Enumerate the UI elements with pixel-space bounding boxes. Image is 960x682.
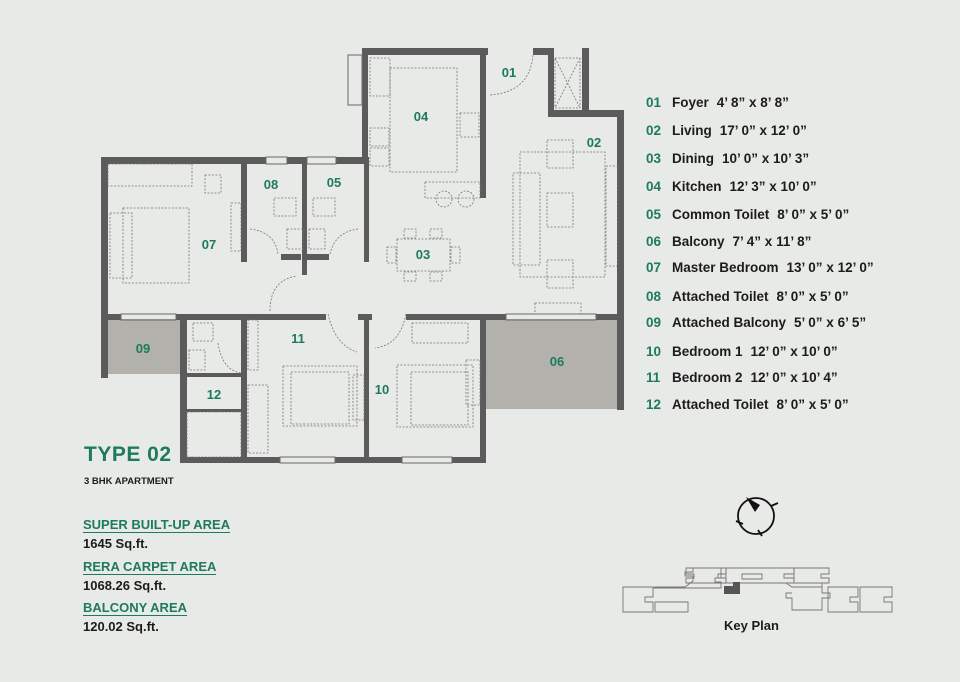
rera-carpet-area-value: 1068.26 Sq.ft. bbox=[83, 578, 167, 593]
key-plan-unit-highlight-2 bbox=[733, 582, 740, 594]
super-built-up-area-label: SUPER BUILT-UP AREA bbox=[83, 517, 231, 533]
room-number-labels: 01 02 03 04 05 06 07 08 09 10 11 12 bbox=[136, 65, 601, 402]
legend-num: 12 bbox=[646, 397, 662, 412]
legend-name: Attached Balcony bbox=[672, 315, 787, 330]
shaft-cross bbox=[554, 57, 581, 109]
windows bbox=[120, 54, 597, 464]
legend-num: 10 bbox=[646, 344, 662, 359]
room-label-08: 08 bbox=[264, 177, 278, 192]
legend-name: Bedroom 2 bbox=[672, 370, 743, 385]
door-swings bbox=[217, 54, 534, 374]
legend-size: 13’ 0” x 12’ 0” bbox=[786, 260, 874, 275]
legend-name: Balcony bbox=[672, 234, 725, 249]
legend-item: 11 Bedroom 2 12’ 0” x 10’ 4” bbox=[646, 370, 838, 385]
legend-name: Common Toilet bbox=[672, 207, 770, 222]
legend-item: 04 Kitchen 12’ 3” x 10’ 0” bbox=[646, 179, 817, 194]
balcony-06-fill bbox=[486, 319, 617, 409]
room-label-01: 01 bbox=[502, 65, 516, 80]
room-label-12: 12 bbox=[207, 387, 221, 402]
rera-carpet-area-label: RERA CARPET AREA bbox=[83, 559, 217, 575]
legend-num: 06 bbox=[646, 234, 662, 249]
room-label-07: 07 bbox=[202, 237, 216, 252]
legend-num: 05 bbox=[646, 207, 662, 222]
plan-type-subtitle: 3 BHK APARTMENT bbox=[84, 476, 174, 487]
legend-size: 12’ 0” x 10’ 0” bbox=[750, 344, 838, 359]
key-plan-label: Key Plan bbox=[724, 618, 779, 633]
furniture bbox=[107, 57, 619, 458]
room-label-10: 10 bbox=[375, 382, 389, 397]
super-built-up-area-value: 1645 Sq.ft. bbox=[83, 536, 149, 551]
walls bbox=[101, 48, 624, 463]
legend-size: 7’ 4” x 11’ 8” bbox=[732, 234, 812, 249]
room-label-02: 02 bbox=[587, 135, 601, 150]
legend-num: 02 bbox=[646, 123, 662, 138]
legend-name: Master Bedroom bbox=[672, 260, 779, 275]
key-plan-unit-highlight bbox=[724, 586, 734, 594]
legend-name: Dining bbox=[672, 151, 714, 166]
legend-item: 08 Attached Toilet 8’ 0” x 5’ 0” bbox=[646, 289, 849, 304]
legend-item: 03 Dining 10’ 0” x 10’ 3” bbox=[646, 151, 809, 166]
legend-size: 10’ 0” x 10’ 3” bbox=[722, 151, 810, 166]
legend-item: 09 Attached Balcony 5’ 0” x 6’ 5” bbox=[646, 315, 866, 330]
legend-item: 02 Living 17’ 0” x 12’ 0” bbox=[646, 123, 807, 138]
north-compass-icon bbox=[735, 497, 779, 537]
legend-num: 01 bbox=[646, 95, 662, 110]
balcony-area-label: BALCONY AREA bbox=[83, 600, 188, 616]
plan-type-title: TYPE 02 bbox=[84, 443, 172, 466]
room-label-06: 06 bbox=[550, 354, 564, 369]
balcony-09-fill bbox=[108, 319, 180, 374]
legend-size: 8’ 0” x 5’ 0” bbox=[776, 397, 849, 412]
legend-item: 05 Common Toilet 8’ 0” x 5’ 0” bbox=[646, 207, 849, 222]
legend-size: 4’ 8” x 8’ 8” bbox=[716, 95, 789, 110]
room-label-04: 04 bbox=[414, 109, 429, 124]
room-label-09: 09 bbox=[136, 341, 150, 356]
legend-size: 8’ 0” x 5’ 0” bbox=[777, 207, 850, 222]
legend-name: Foyer bbox=[672, 95, 709, 110]
legend-item: 01 Foyer 4’ 8” x 8’ 8” bbox=[646, 95, 789, 110]
legend-num: 07 bbox=[646, 260, 662, 275]
room-label-05: 05 bbox=[327, 175, 341, 190]
legend-num: 08 bbox=[646, 289, 662, 304]
legend-size: 17’ 0” x 12’ 0” bbox=[719, 123, 807, 138]
legend-name: Living bbox=[672, 123, 712, 138]
legend-item: 12 Attached Toilet 8’ 0” x 5’ 0” bbox=[646, 397, 849, 412]
legend-item: 10 Bedroom 1 12’ 0” x 10’ 0” bbox=[646, 344, 838, 359]
legend-num: 03 bbox=[646, 151, 662, 166]
legend-name: Attached Toilet bbox=[672, 289, 769, 304]
room-label-11: 11 bbox=[291, 331, 305, 346]
legend-item: 06 Balcony 7’ 4” x 11’ 8” bbox=[646, 234, 811, 249]
legend-num: 09 bbox=[646, 315, 662, 330]
legend-name: Attached Toilet bbox=[672, 397, 769, 412]
legend-name: Bedroom 1 bbox=[672, 344, 743, 359]
key-plan-diagram bbox=[622, 567, 893, 613]
legend-name: Kitchen bbox=[672, 179, 722, 194]
legend-size: 8’ 0” x 5’ 0” bbox=[776, 289, 849, 304]
legend-size: 12’ 3” x 10’ 0” bbox=[729, 179, 817, 194]
legend-size: 5’ 0” x 6’ 5” bbox=[794, 315, 867, 330]
room-label-03: 03 bbox=[416, 247, 430, 262]
legend-num: 04 bbox=[646, 179, 662, 194]
legend-size: 12’ 0” x 10’ 4” bbox=[750, 370, 838, 385]
legend-num: 11 bbox=[646, 370, 661, 385]
legend-item: 07 Master Bedroom 13’ 0” x 12’ 0” bbox=[646, 260, 874, 275]
balcony-area-value: 120.02 Sq.ft. bbox=[83, 619, 159, 634]
